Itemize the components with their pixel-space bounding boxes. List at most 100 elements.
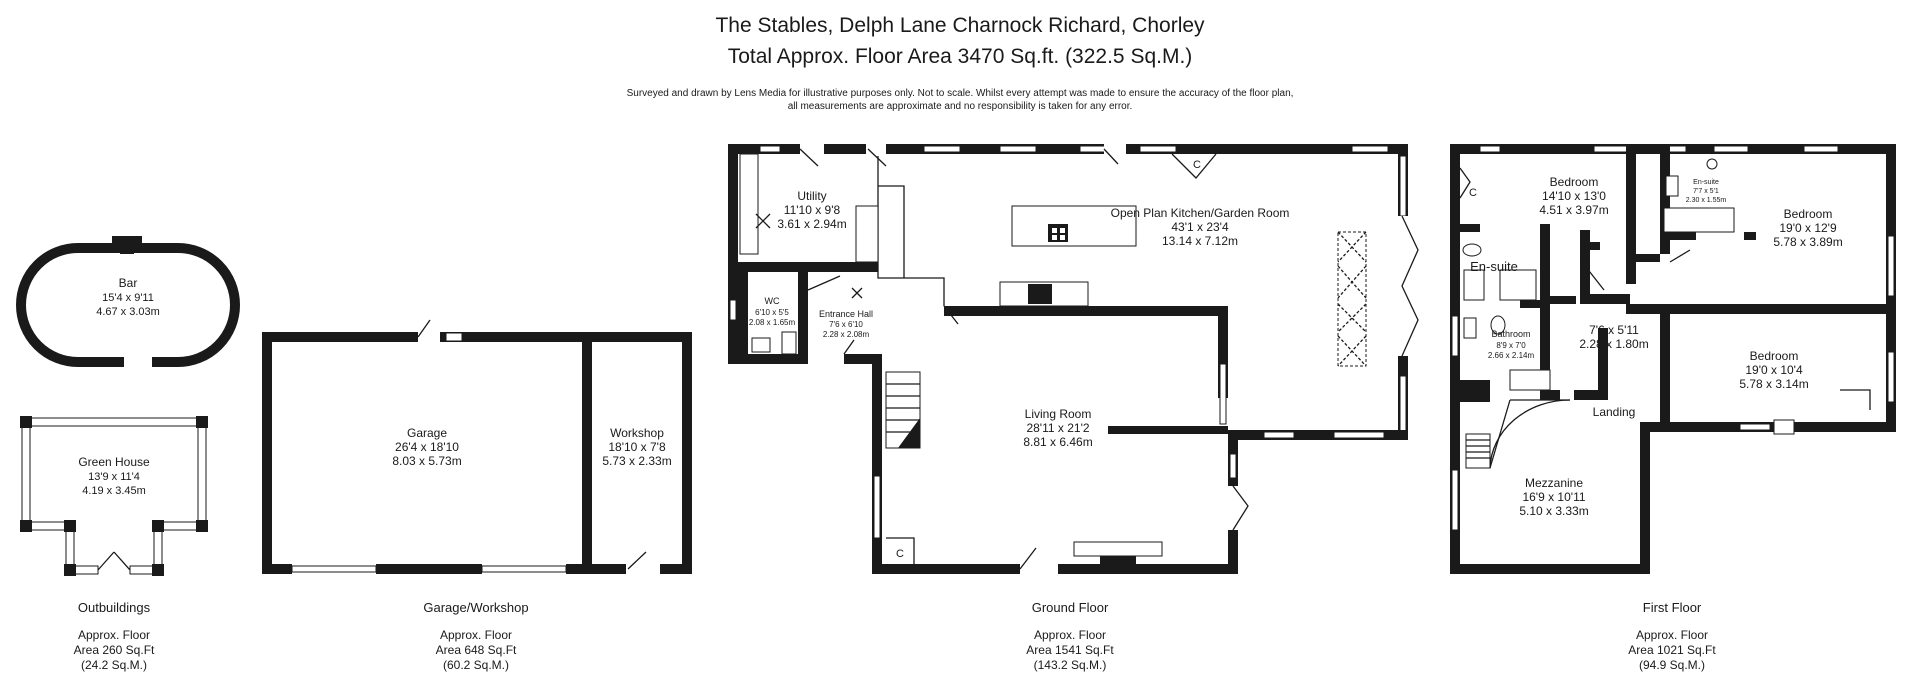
svg-text:Open Plan Kitchen/Garden Room: Open Plan Kitchen/Garden Room — [1111, 206, 1290, 220]
first-floor-caption: First Floor Approx. Floor Area 1021 Sq.F… — [1628, 600, 1716, 672]
svg-text:First Floor: First Floor — [1643, 600, 1702, 615]
svg-text:43'1 x 23'4: 43'1 x 23'4 — [1171, 220, 1229, 234]
outbuildings-caption: Outbuildings Approx. Floor Area 260 Sq.F… — [74, 600, 155, 672]
svg-text:Bathroom: Bathroom — [1491, 329, 1530, 339]
svg-text:7'6 x 6'10: 7'6 x 6'10 — [829, 320, 863, 329]
svg-text:(24.2 Sq.M.): (24.2 Sq.M.) — [81, 658, 147, 672]
svg-text:Area 260 Sq.Ft: Area 260 Sq.Ft — [74, 643, 155, 657]
svg-text:Approx. Floor: Approx. Floor — [440, 628, 512, 642]
svg-text:Approx. Floor: Approx. Floor — [78, 628, 150, 642]
svg-text:5.10 x 3.33m: 5.10 x 3.33m — [1519, 504, 1588, 518]
landing-room-label: 7'6 x 5'11 2.28 x 1.80m — [1579, 323, 1648, 351]
first-floor-plan — [1450, 144, 1896, 574]
first-floor-cupboard: C — [1469, 187, 1477, 199]
svg-text:13'9 x 11'4: 13'9 x 11'4 — [88, 471, 140, 483]
svg-text:Approx. Floor: Approx. Floor — [1034, 628, 1106, 642]
ground-floor-plan: C C — [728, 142, 1419, 576]
bedroom-2-label: Bedroom 19'0 x 12'9 5.78 x 3.89m — [1773, 207, 1842, 249]
ensuite-small-label: En-suite 7'7 x 5'1 2.30 x 1.55m — [1686, 179, 1727, 204]
svg-text:8'9 x 7'0: 8'9 x 7'0 — [1496, 341, 1526, 350]
svg-text:Bedroom: Bedroom — [1550, 175, 1599, 189]
mezzanine-label: Mezzanine 16'9 x 10'11 5.10 x 3.33m — [1519, 476, 1588, 518]
svg-text:Outbuildings: Outbuildings — [78, 600, 151, 615]
svg-text:13.14 x 7.12m: 13.14 x 7.12m — [1162, 234, 1238, 248]
svg-text:Ground Floor: Ground Floor — [1032, 600, 1109, 615]
svg-text:(60.2 Sq.M.): (60.2 Sq.M.) — [443, 658, 509, 672]
svg-text:15'4 x 9'11: 15'4 x 9'11 — [102, 292, 154, 304]
svg-text:19'0 x 10'4: 19'0 x 10'4 — [1745, 363, 1803, 377]
bedroom-3-label: Bedroom 19'0 x 10'4 5.78 x 3.14m — [1739, 349, 1808, 391]
svg-text:Landing: Landing — [1593, 405, 1636, 419]
green-house-label: Green House 13'9 x 11'4 4.19 x 3.45m — [78, 455, 150, 497]
svg-text:4.67 x 3.03m: 4.67 x 3.03m — [96, 306, 160, 318]
svg-text:C: C — [1469, 187, 1477, 199]
kitchen-label: Open Plan Kitchen/Garden Room 43'1 x 23'… — [1111, 206, 1290, 248]
svg-text:Green House: Green House — [78, 455, 150, 469]
svg-text:C: C — [1193, 159, 1201, 171]
svg-text:5.78 x 3.14m: 5.78 x 3.14m — [1739, 377, 1808, 391]
svg-text:8.03 x 5.73m: 8.03 x 5.73m — [392, 454, 461, 468]
bathroom-label: Bathroom 8'9 x 7'0 2.66 x 2.14m — [1488, 329, 1535, 360]
workshop-label: Workshop 18'10 x 7'8 5.73 x 2.33m — [602, 426, 671, 468]
svg-text:3.61 x 2.94m: 3.61 x 2.94m — [777, 217, 846, 231]
svg-text:7'7 x 5'1: 7'7 x 5'1 — [1693, 188, 1719, 195]
svg-text:Bedroom: Bedroom — [1784, 207, 1833, 221]
svg-text:6'10 x 5'5: 6'10 x 5'5 — [755, 308, 789, 317]
garage-workshop-caption: Garage/Workshop Approx. Floor Area 648 S… — [423, 600, 528, 672]
svg-text:2.08 x 1.65m: 2.08 x 1.65m — [749, 318, 796, 327]
svg-text:2.28 x 1.80m: 2.28 x 1.80m — [1579, 337, 1648, 351]
ground-floor-caption: Ground Floor Approx. Floor Area 1541 Sq.… — [1026, 600, 1114, 672]
svg-text:Area 648 Sq.Ft: Area 648 Sq.Ft — [436, 643, 517, 657]
svg-text:14'10 x 13'0: 14'10 x 13'0 — [1542, 189, 1606, 203]
garage-workshop-building — [262, 319, 692, 576]
svg-text:Utility: Utility — [797, 189, 826, 203]
landing-label: Landing — [1593, 405, 1636, 419]
disclaimer-line-2: all measurements are approximate and no … — [787, 101, 1133, 112]
svg-text:WC: WC — [765, 296, 780, 306]
svg-text:26'4 x 18'10: 26'4 x 18'10 — [395, 440, 459, 454]
svg-text:7'6 x 5'11: 7'6 x 5'11 — [1589, 323, 1639, 337]
svg-text:5.73 x 2.33m: 5.73 x 2.33m — [602, 454, 671, 468]
svg-text:28'11 x 21'2: 28'11 x 21'2 — [1026, 421, 1089, 435]
disclaimer-line-1: Surveyed and drawn by Lens Media for ill… — [626, 88, 1294, 99]
svg-text:4.51 x 3.97m: 4.51 x 3.97m — [1539, 203, 1608, 217]
svg-text:Mezzanine: Mezzanine — [1525, 476, 1583, 490]
svg-text:(143.2 Sq.M.): (143.2 Sq.M.) — [1034, 658, 1107, 672]
total-floor-area: Total Approx. Floor Area 3470 Sq.ft. (32… — [727, 45, 1193, 68]
bedroom-1-label: Bedroom 14'10 x 13'0 4.51 x 3.97m — [1539, 175, 1608, 217]
wc-label: WC 6'10 x 5'5 2.08 x 1.65m — [749, 296, 796, 327]
svg-text:19'0 x 12'9: 19'0 x 12'9 — [1779, 221, 1837, 235]
living-room-label: Living Room 28'11 x 21'2 8.81 x 6.46m — [1023, 407, 1092, 449]
svg-text:2.28 x 2.08m: 2.28 x 2.08m — [823, 330, 870, 339]
green-house-building — [20, 416, 208, 576]
svg-text:Garage/Workshop: Garage/Workshop — [423, 600, 528, 615]
svg-text:En-suite: En-suite — [1693, 179, 1719, 186]
svg-text:Bar: Bar — [119, 276, 138, 290]
svg-text:C: C — [896, 548, 904, 560]
svg-text:4.19 x 3.45m: 4.19 x 3.45m — [82, 485, 146, 497]
svg-text:Workshop: Workshop — [610, 426, 664, 440]
bar-label: Bar 15'4 x 9'11 4.67 x 3.03m — [96, 276, 160, 318]
svg-text:18'10 x 7'8: 18'10 x 7'8 — [608, 440, 666, 454]
svg-text:2.30 x 1.55m: 2.30 x 1.55m — [1686, 197, 1727, 204]
svg-text:Garage: Garage — [407, 426, 447, 440]
entrance-hall-label: Entrance Hall 7'6 x 6'10 2.28 x 2.08m — [819, 309, 873, 339]
bar-building — [16, 236, 240, 367]
svg-text:Entrance Hall: Entrance Hall — [819, 309, 873, 319]
svg-text:En-suite: En-suite — [1470, 259, 1518, 274]
svg-text:16'9 x 10'11: 16'9 x 10'11 — [1522, 490, 1585, 504]
svg-text:2.66 x 2.14m: 2.66 x 2.14m — [1488, 351, 1535, 360]
svg-text:Approx. Floor: Approx. Floor — [1636, 628, 1708, 642]
utility-label: Utility 11'10 x 9'8 3.61 x 2.94m — [777, 189, 846, 231]
svg-text:11'10 x 9'8: 11'10 x 9'8 — [784, 203, 841, 217]
svg-text:8.81 x 6.46m: 8.81 x 6.46m — [1023, 435, 1092, 449]
svg-text:Living Room: Living Room — [1025, 407, 1092, 421]
svg-text:(94.9 Sq.M.): (94.9 Sq.M.) — [1639, 658, 1705, 672]
page-title: The Stables, Delph Lane Charnock Richard… — [715, 14, 1205, 37]
ensuite-label: En-suite — [1470, 259, 1518, 274]
svg-text:Area 1541 Sq.Ft: Area 1541 Sq.Ft — [1026, 643, 1114, 657]
garage-label: Garage 26'4 x 18'10 8.03 x 5.73m — [392, 426, 461, 468]
svg-text:Bedroom: Bedroom — [1750, 349, 1799, 363]
svg-text:5.78 x 3.89m: 5.78 x 3.89m — [1773, 235, 1842, 249]
